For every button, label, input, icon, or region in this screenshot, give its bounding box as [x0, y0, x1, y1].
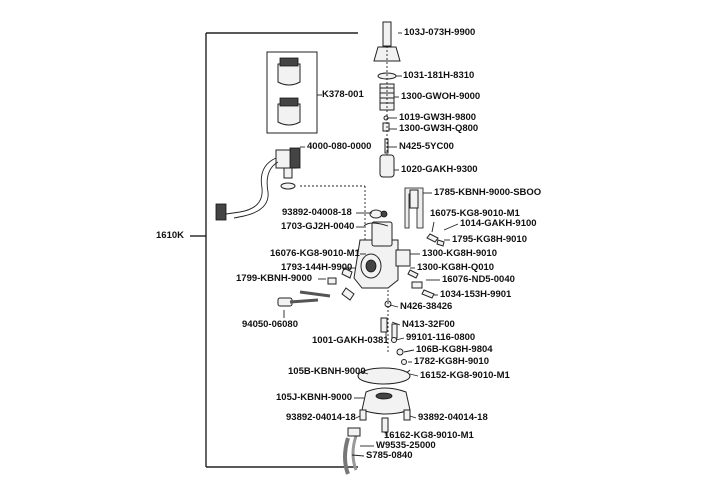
part-label: 1031-181H-8310 — [403, 70, 475, 81]
part-label: W9535-25000 — [376, 440, 436, 451]
part-label: 105B-KBNH-9000 — [288, 366, 366, 377]
assembly-bracket — [190, 32, 358, 468]
part-label: 1014-GAKH-9100 — [460, 218, 537, 229]
part-label: 1703-GJ2H-0040 — [281, 221, 355, 232]
part-label: 1782-KG8H-9010 — [414, 356, 489, 367]
float-bowl — [343, 367, 411, 475]
part-label: 105J-KBNH-9000 — [276, 392, 353, 403]
part-label: 106B-KG8H-9804 — [416, 344, 493, 355]
part-label: 1001-GAKH-0381 — [312, 335, 389, 346]
part-label: 4000-080-0000 — [307, 141, 372, 152]
part-label: 16076-KG8-9010-M1 — [270, 248, 360, 259]
part-label: 1020-GAKH-9300 — [401, 164, 478, 175]
part-label: 1300-KG8H-9010 — [422, 248, 497, 259]
part-label: 1799-KBNH-9000 — [236, 273, 313, 284]
part-label: 1300-GWOH-9000 — [401, 91, 481, 102]
part-label: S785-0840 — [366, 450, 413, 461]
part-label: 1795-KG8H-9010 — [452, 234, 527, 245]
part-label: 99101-116-0800 — [406, 332, 476, 343]
auto-choke — [215, 147, 366, 250]
carburetor-body — [353, 209, 411, 289]
part-label: 1793-144H-9900 — [281, 262, 353, 273]
part-label: 16075-KG8-9010-M1 — [430, 208, 520, 219]
part-label: 16076-ND5-0040 — [442, 274, 515, 285]
part-label: 1034-153H-9901 — [440, 289, 512, 300]
part-label: 1019-GW3H-9800 — [399, 112, 477, 123]
part-label: 94050-06080 — [242, 319, 298, 330]
top-parts-stack — [373, 21, 401, 178]
leader-lines — [283, 32, 459, 457]
part-label: N426-38426 — [400, 301, 453, 312]
part-label: N413-32F00 — [402, 319, 455, 330]
part-label: 1785-KBNH-9000-SBOO — [434, 187, 542, 198]
part-label: 103J-073H-9900 — [404, 27, 476, 38]
part-label: 16162-KG8-9010-M1 — [384, 430, 474, 441]
part-label: 93892-04008-18 — [282, 207, 352, 218]
part-label: 1300-KG8H-Q010 — [417, 262, 495, 273]
part-label: 93892-04014-18 — [286, 412, 356, 423]
cable-assembly — [404, 187, 424, 229]
group-label: K378-001 — [322, 89, 364, 100]
assembly-label: 1610K — [156, 230, 184, 241]
gasket-kit-box — [266, 51, 322, 134]
part-label: N425-5YC00 — [399, 141, 454, 152]
part-label: 1300-GW3H-Q800 — [399, 123, 479, 134]
small-parts — [277, 233, 445, 374]
part-label: 16152-KG8-9010-M1 — [420, 370, 510, 381]
part-label: 93892-04014-18 — [418, 412, 488, 423]
